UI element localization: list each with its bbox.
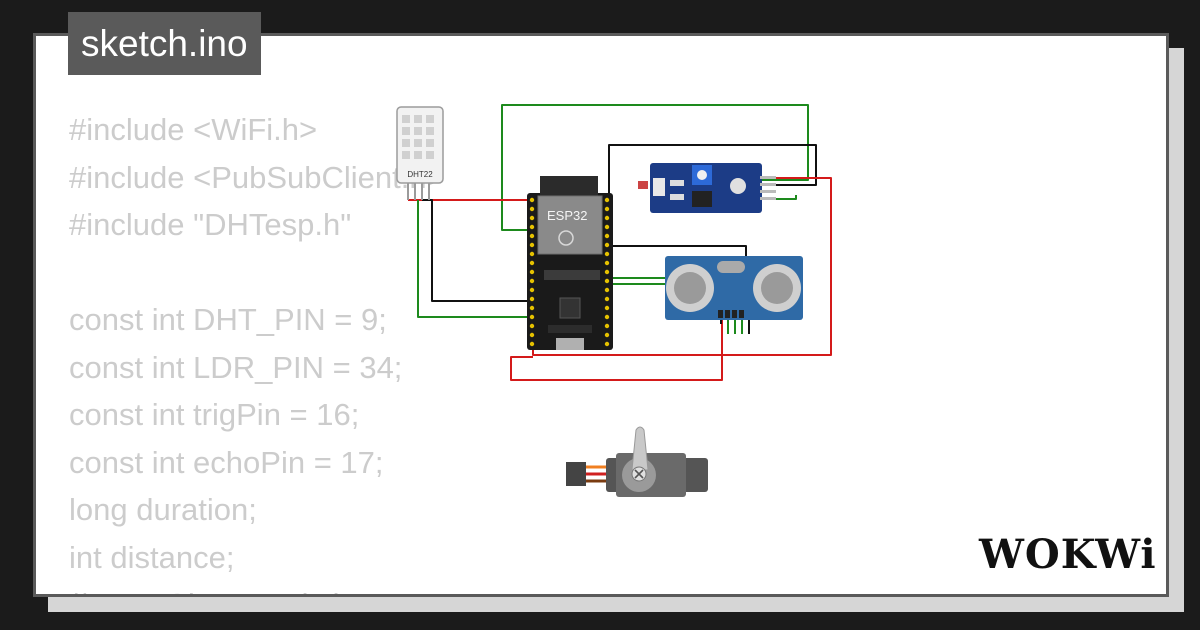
wire-red-ldr-vcc	[532, 177, 832, 356]
wokwi-logo: WOKWi	[978, 531, 1155, 578]
esp32-label: ESP32	[547, 208, 587, 223]
wire-green-dht-data	[417, 200, 530, 318]
code-line: const int LDR_PIN = 34;	[69, 349, 403, 385]
file-title: sketch.ino	[68, 12, 261, 75]
ultrasonic-sensor	[665, 256, 803, 320]
wire-green-ldr-do	[501, 104, 809, 231]
code-line: // LDR Characteristics	[69, 581, 445, 594]
code-line: long duration;	[69, 492, 257, 527]
wires	[408, 104, 832, 381]
code-line: const int trigPin = 16;	[69, 397, 360, 432]
code-line: #include <WiFi.h>	[69, 112, 318, 147]
wire-black-dht-gnd	[422, 199, 530, 302]
dht22-sensor: DHT22	[396, 106, 444, 200]
servo-motor	[566, 426, 708, 497]
code-line: const int DHT_PIN = 9;	[69, 302, 387, 337]
code-line: #include "DHTesp.h"	[69, 207, 352, 242]
wire-red-us-vcc	[510, 314, 723, 381]
wokwi-wordmark: WOKWi	[978, 531, 1155, 578]
dht22-label: DHT22	[407, 170, 433, 179]
code-line: const int echoPin = 17;	[69, 444, 384, 480]
esp32-board: ESP32	[527, 176, 613, 350]
ldr-module	[638, 163, 776, 213]
code-listing: #include <WiFi.h> #include <PubSubClient…	[69, 106, 445, 594]
code-line: int distance;	[69, 539, 235, 575]
wire-black-ldr-gnd	[608, 144, 817, 196]
